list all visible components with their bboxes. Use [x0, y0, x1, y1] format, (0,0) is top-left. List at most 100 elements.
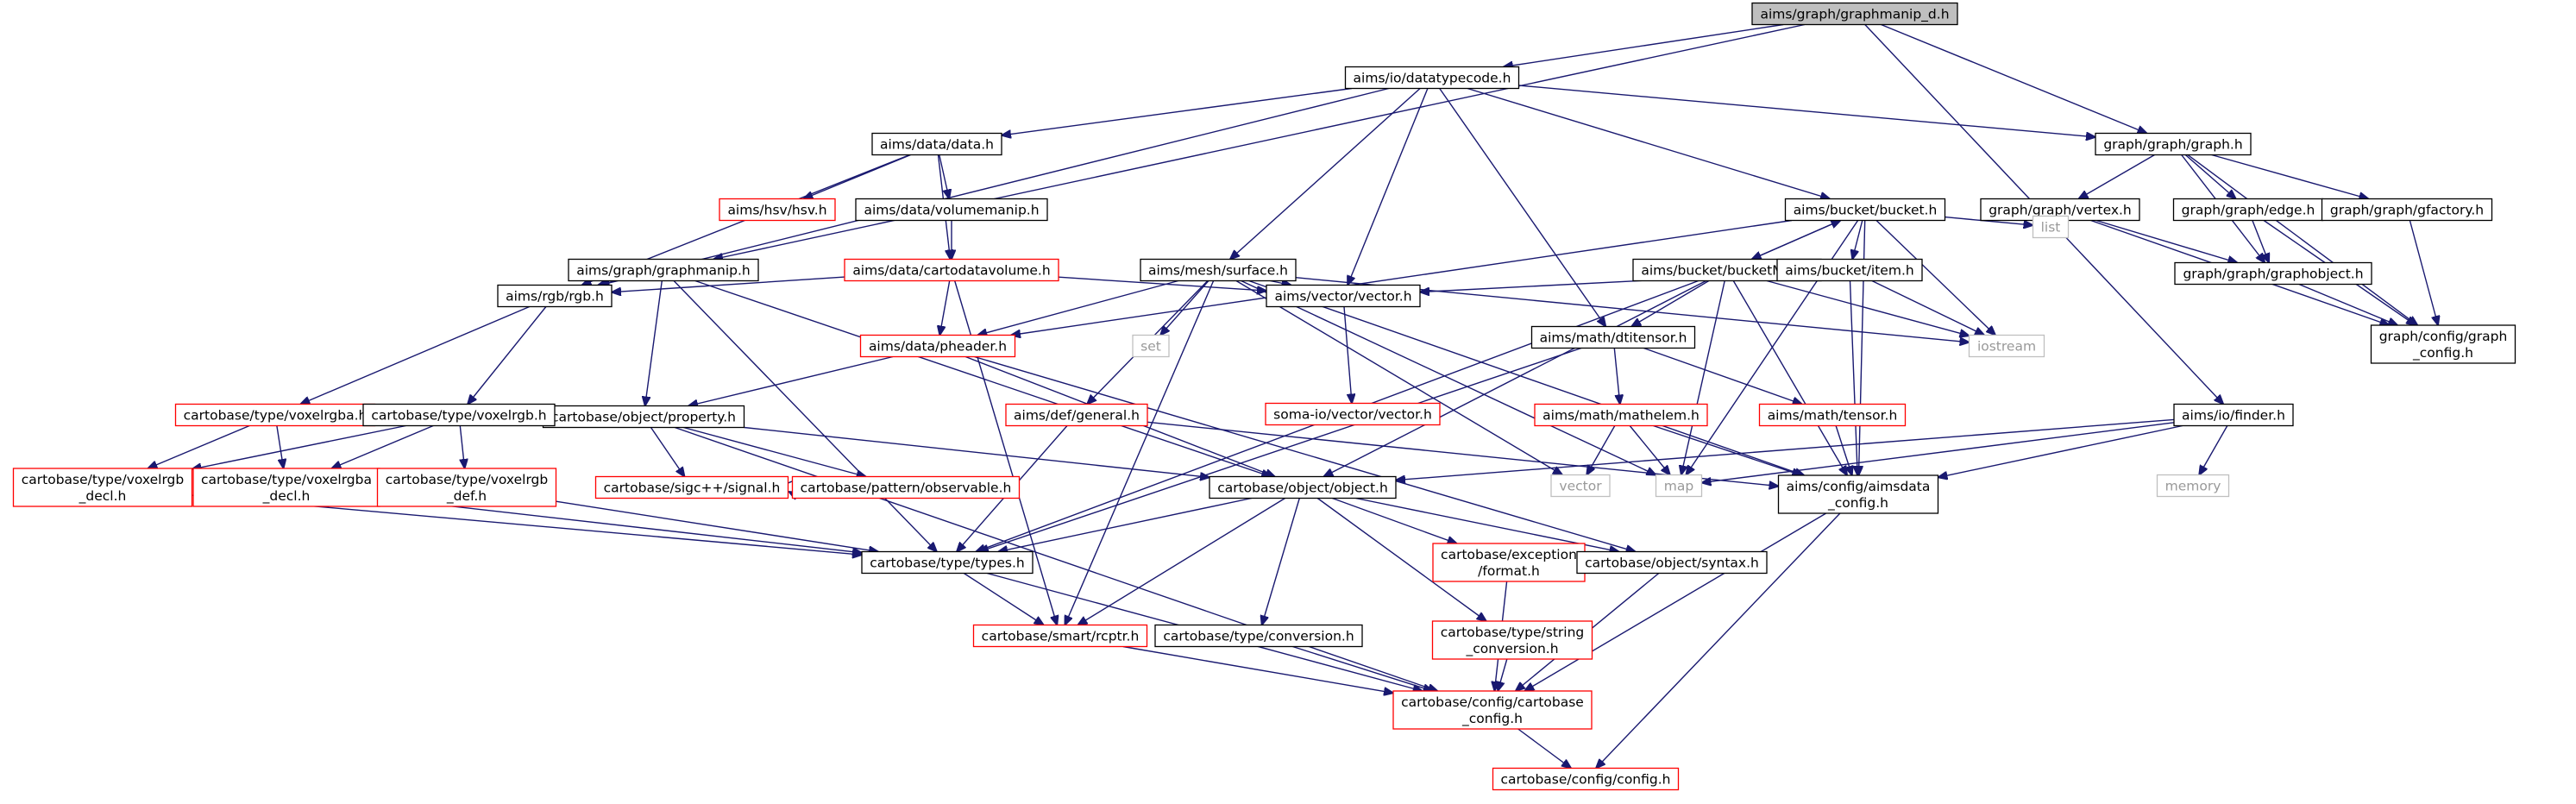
node-label: cartobase/type/voxelrgb — [22, 472, 184, 487]
node-label: cartobase/type/voxelrgb.h — [371, 408, 546, 424]
edge-graphmanip-to-rgb — [600, 281, 619, 286]
edge-graphmanip-d-to-graphmanip — [713, 23, 1806, 260]
node-graph-h[interactable]: graph/graph/graph.h — [2095, 132, 2252, 156]
node-general[interactable]: aims/def/general.h — [1005, 403, 1148, 427]
node-exception-format[interactable]: cartobase/exception/format.h — [1432, 543, 1586, 582]
node-list[interactable]: list — [2032, 215, 2070, 239]
edge-cartobase-config-to-config-h — [1517, 728, 1571, 769]
node-finder[interactable]: aims/io/finder.h — [2173, 403, 2294, 427]
node-pheader[interactable]: aims/data/pheader.h — [859, 334, 1016, 358]
node-label: aims/io/finder.h — [2182, 408, 2285, 424]
node-label: aims/graph/graphmanip_d.h — [1760, 7, 1949, 23]
edge-edge-to-graphobject — [2252, 220, 2269, 263]
node-box — [1344, 66, 1520, 90]
node-label: cartobase/config/cartobase — [1401, 694, 1584, 710]
edge-bucketmap-to-iostream — [1766, 280, 1970, 336]
edge-mathelem-to-vector-std — [1586, 425, 1616, 475]
node-bucket[interactable]: aims/bucket/bucket.h — [1784, 198, 1946, 222]
node-label: cartobase/type/conversion.h — [1163, 629, 1354, 644]
node-graphmanip[interactable]: aims/graph/graphmanip.h — [568, 258, 759, 282]
edge-surface-to-pheader — [977, 280, 1178, 336]
node-rgb[interactable]: aims/rgb/rgb.h — [497, 284, 613, 308]
edge-surface-to-rcptr — [1065, 280, 1215, 625]
node-box — [1140, 258, 1297, 282]
node-box — [1751, 2, 1958, 26]
edge-datatypecode-to-rgb — [598, 87, 1389, 286]
node-box — [1266, 284, 1421, 308]
node-box — [791, 475, 1021, 499]
edge-bucket-to-list — [1945, 216, 2033, 226]
edge-datatypecode-to-bucket — [1467, 87, 1830, 199]
node-box — [376, 468, 557, 507]
node-datatypecode[interactable]: aims/io/datatypecode.h — [1344, 66, 1520, 90]
node-dtitensor[interactable]: aims/math/dtitensor.h — [1530, 325, 1696, 349]
node-label: aims/math/dtitensor.h — [1540, 330, 1687, 346]
edge-finder-to-memory — [2199, 425, 2228, 475]
node-label: graph/graph/edge.h — [2182, 203, 2315, 218]
node-volumemanip[interactable]: aims/data/volumemanip.h — [855, 198, 1048, 222]
node-gfactory[interactable]: graph/graph/gfactory.h — [2321, 198, 2493, 222]
node-graphobject[interactable]: graph/graph/graphobject.h — [2174, 261, 2372, 286]
node-set[interactable]: set — [1132, 334, 1170, 358]
node-data-h[interactable]: aims/data/data.h — [871, 132, 1002, 156]
edge-bucketmap-to-dtitensor — [1631, 280, 1710, 327]
node-mathelem[interactable]: aims/math/mathelem.h — [1534, 403, 1708, 427]
node-types[interactable]: cartobase/type/types.h — [861, 550, 1034, 575]
node-label: graph/graph/graphobject.h — [2183, 267, 2363, 282]
edge-bucket-to-iostream — [1875, 219, 1995, 336]
node-voxelrgba[interactable]: cartobase/type/voxelrgba.h — [174, 403, 376, 427]
edge-conversion-to-cartobase-config — [1292, 645, 1432, 692]
node-voxelrgb-decl[interactable]: cartobase/type/voxelrgb_decl.h — [12, 468, 193, 507]
node-item[interactable]: aims/bucket/item.h — [1776, 258, 1923, 282]
node-hsv[interactable]: aims/hsv/hsv.h — [719, 198, 836, 222]
node-vector-h[interactable]: aims/vector/vector.h — [1266, 284, 1421, 308]
node-syntax[interactable]: cartobase/object/syntax.h — [1576, 550, 1768, 575]
node-signal[interactable]: cartobase/sigc++/signal.h — [594, 475, 789, 499]
node-tensor[interactable]: aims/math/tensor.h — [1758, 403, 1907, 427]
node-label: vector — [1559, 479, 1602, 494]
node-edge[interactable]: graph/graph/edge.h — [2172, 198, 2324, 222]
node-iostream[interactable]: iostream — [1968, 334, 2045, 358]
node-rcptr[interactable]: cartobase/smart/rcptr.h — [972, 624, 1148, 648]
node-memory[interactable]: memory — [2156, 474, 2230, 498]
edge-bucketmap-to-bucket — [1751, 221, 1841, 261]
node-voxelrgb-def[interactable]: cartobase/type/voxelrgb_def.h — [376, 468, 557, 507]
node-map[interactable]: map — [1655, 474, 1703, 498]
node-label: aims/data/volumemanip.h — [864, 203, 1039, 218]
node-cartodatavolume[interactable]: aims/data/cartodatavolume.h — [844, 258, 1059, 282]
node-observable[interactable]: cartobase/pattern/observable.h — [791, 475, 1021, 499]
node-label: aims/math/tensor.h — [1768, 408, 1898, 424]
edge-datatypecode-to-vector-h — [1348, 88, 1429, 286]
node-label: _config.h — [1827, 495, 1888, 512]
node-box — [1550, 474, 1611, 498]
node-property[interactable]: cartobase/object/property.h — [542, 405, 745, 429]
node-aimsdata-config[interactable]: aims/config/aimsdata_config.h — [1777, 474, 1939, 514]
edge-cartodatavolume-to-pheader — [939, 280, 951, 336]
node-box — [871, 132, 1002, 156]
node-soma-vector[interactable]: soma-io/vector/vector.h — [1265, 402, 1441, 426]
node-surface[interactable]: aims/mesh/surface.h — [1140, 258, 1297, 282]
node-voxelrgb[interactable]: cartobase/type/voxelrgb.h — [362, 403, 556, 427]
node-box — [1777, 474, 1939, 514]
node-object[interactable]: cartobase/object/object.h — [1209, 475, 1397, 499]
node-string-conversion[interactable]: cartobase/type/string_conversion.h — [1431, 620, 1593, 660]
edge-dtitensor-to-types — [979, 347, 1582, 552]
node-cartobase-config[interactable]: cartobase/config/cartobase_config.h — [1392, 690, 1593, 730]
node-label: cartobase/sigc++/signal.h — [604, 481, 781, 496]
node-config-h[interactable]: cartobase/config/config.h — [1492, 767, 1680, 791]
node-graph-config[interactable]: graph/config/graph_config.h — [2370, 324, 2516, 364]
node-conversion[interactable]: cartobase/type/conversion.h — [1154, 624, 1363, 648]
node-label: /format.h — [1478, 563, 1540, 579]
node-graphmanip-d[interactable]: aims/graph/graphmanip_d.h — [1751, 2, 1958, 26]
node-voxelrgba-decl[interactable]: cartobase/type/voxelrgba_decl.h — [192, 468, 380, 507]
edge-graphmanip-to-object — [694, 280, 1271, 477]
edge-vector-h-to-soma-vector — [1343, 306, 1352, 404]
node-vector-std[interactable]: vector — [1550, 474, 1611, 498]
edge-data-h-to-volumemanip — [939, 154, 949, 199]
edge-mathelem-to-aimsdata-config — [1653, 424, 1801, 476]
edge-graphmanip-to-types — [673, 280, 937, 552]
edge-voxelrgba-to-voxelrgb-decl — [148, 424, 250, 469]
edge-rgb-to-voxelrgba — [300, 305, 530, 405]
node-vertex[interactable]: graph/graph/vertex.h — [1980, 198, 2140, 222]
node-box — [542, 405, 745, 429]
